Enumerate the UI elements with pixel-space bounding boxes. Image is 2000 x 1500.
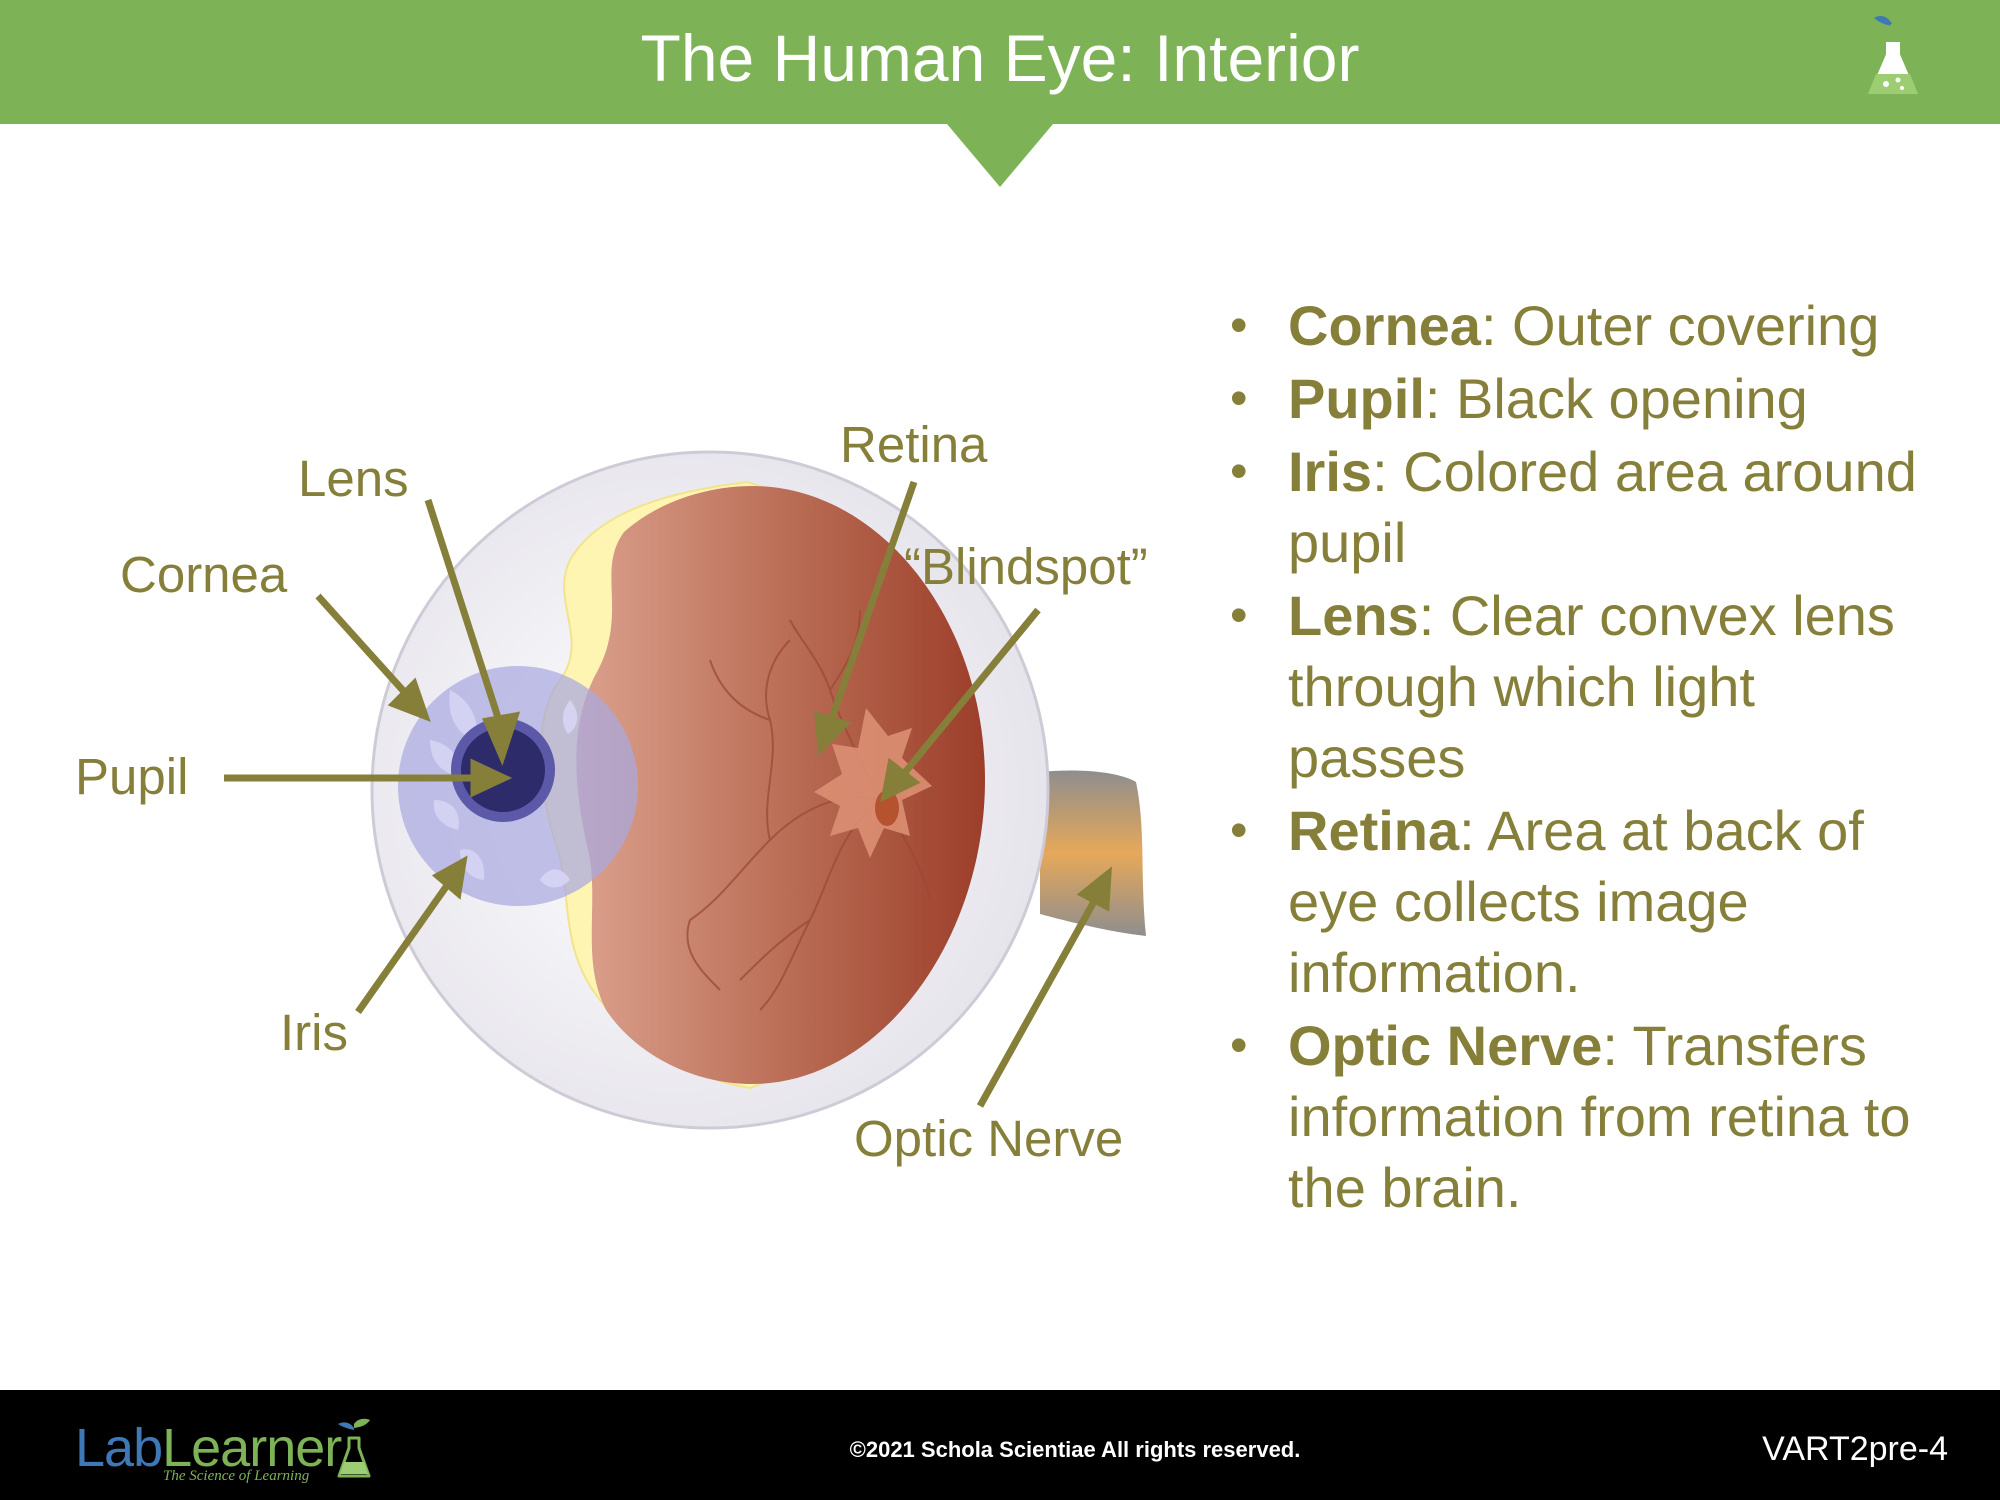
page-title: The Human Eye: Interior bbox=[640, 21, 1360, 95]
label-lens: Lens bbox=[298, 450, 409, 507]
eye-diagram: Lens Cornea Pupil Iris Retina “Blindspot… bbox=[75, 416, 1148, 1167]
brand-logo[interactable]: LabLearner bbox=[75, 1418, 342, 1478]
pupil-arrowhead bbox=[470, 758, 513, 798]
retina-arrowhead bbox=[814, 711, 852, 756]
cornea-arrowhead bbox=[387, 677, 431, 722]
slide-code: VART2pre-4 bbox=[1762, 1430, 1948, 1468]
retina-arrow-line bbox=[826, 480, 918, 726]
cornea-iris-shape bbox=[398, 666, 638, 906]
lens-arrowhead bbox=[482, 711, 521, 766]
header-bar bbox=[0, 0, 2000, 124]
label-cornea: Cornea bbox=[120, 546, 288, 603]
bullet-iris: Iris: Colored area around pupil bbox=[1230, 436, 1930, 578]
optic-nerve-arrow-line bbox=[976, 896, 1100, 1108]
brand-tagline: The Science of Learning bbox=[163, 1468, 310, 1484]
header-pointer bbox=[947, 124, 1053, 187]
bullet-retina: Retina: Area at back of eye collects ima… bbox=[1230, 795, 1930, 1008]
bullet-pupil: Pupil: Black opening bbox=[1230, 363, 1930, 434]
label-iris: Iris bbox=[280, 1004, 348, 1061]
iris-arrowhead bbox=[431, 855, 468, 900]
lens-arrow-line bbox=[424, 498, 506, 732]
leaf-icon bbox=[337, 1418, 371, 1478]
bullet-cornea: Cornea: Outer covering bbox=[1230, 290, 1930, 361]
optic-nerve-arrowhead bbox=[1076, 866, 1112, 912]
label-optic-nerve: Optic Nerve bbox=[854, 1110, 1123, 1167]
blindspot-arrow-line bbox=[899, 607, 1041, 779]
label-blindspot: “Blindspot” bbox=[904, 538, 1148, 595]
optic-nerve-shape bbox=[1040, 770, 1146, 936]
blindspot-arrowhead bbox=[880, 757, 921, 803]
definition-list: Cornea: Outer covering Pupil: Black open… bbox=[1230, 290, 1930, 1225]
flask-icon bbox=[1864, 12, 1922, 98]
label-pupil: Pupil bbox=[75, 748, 188, 805]
label-retina: Retina bbox=[840, 416, 988, 473]
label-arrows bbox=[224, 480, 1112, 1108]
copyright-text: ©2021 Schola Scientiae All rights reserv… bbox=[849, 1437, 1301, 1462]
bullet-optic-nerve: Optic Nerve: Transfers information from … bbox=[1230, 1010, 1930, 1223]
footer-bar bbox=[0, 1390, 2000, 1500]
cornea-arrow-line bbox=[315, 593, 411, 699]
bullet-lens: Lens: Clear convex lens through which li… bbox=[1230, 580, 1930, 793]
iris-arrow-line bbox=[355, 881, 451, 1015]
